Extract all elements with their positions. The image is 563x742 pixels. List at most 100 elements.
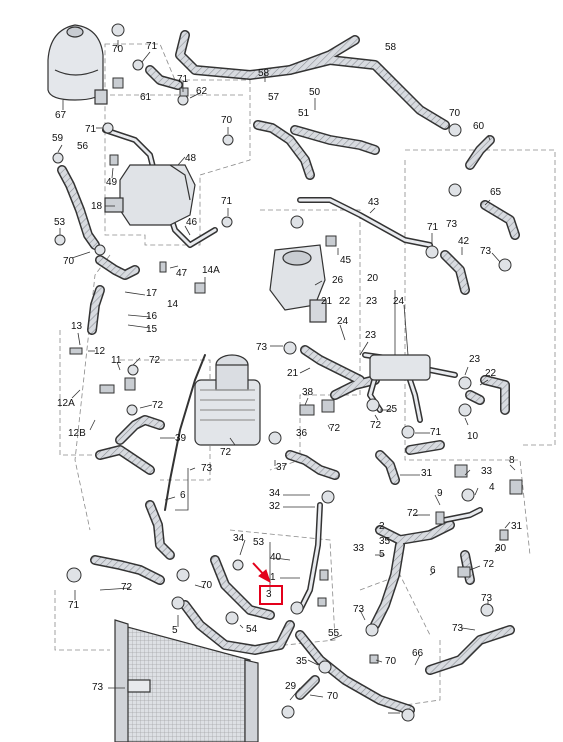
- part-label[interactable]: 71: [427, 222, 439, 233]
- part-label[interactable]: 72: [121, 582, 133, 593]
- part-label[interactable]: 71: [430, 427, 442, 438]
- part-label[interactable]: 23: [365, 330, 377, 341]
- part-label[interactable]: 50: [309, 87, 321, 98]
- part-label[interactable]: 12A: [57, 398, 75, 409]
- part-label[interactable]: 72: [329, 423, 341, 434]
- highlighted-part-label[interactable]: 3: [266, 589, 272, 600]
- part-label[interactable]: 61: [140, 92, 152, 103]
- part-label[interactable]: 35: [296, 656, 308, 667]
- part-label[interactable]: 8: [509, 455, 515, 466]
- part-label[interactable]: 23: [366, 296, 378, 307]
- part-label[interactable]: 35: [379, 536, 391, 547]
- part-label[interactable]: 66: [412, 648, 424, 659]
- part-label[interactable]: 10: [467, 431, 479, 442]
- part-label[interactable]: 73: [480, 246, 492, 257]
- part-label[interactable]: 53: [54, 217, 66, 228]
- part-label[interactable]: 49: [106, 177, 118, 188]
- part-label[interactable]: 11: [111, 355, 122, 366]
- part-label[interactable]: 55: [328, 628, 340, 639]
- part-label[interactable]: 73: [446, 219, 458, 230]
- part-label[interactable]: 67: [55, 110, 67, 121]
- part-label[interactable]: 73: [201, 463, 213, 474]
- part-label[interactable]: 47: [176, 268, 188, 279]
- part-label[interactable]: 72: [370, 420, 382, 431]
- part-label[interactable]: 33: [481, 466, 493, 477]
- part-label[interactable]: 21: [321, 296, 333, 307]
- part-label[interactable]: 72: [483, 559, 495, 570]
- part-label[interactable]: 45: [340, 255, 352, 266]
- part-label[interactable]: 16: [146, 311, 158, 322]
- part-label[interactable]: 71: [177, 74, 189, 85]
- part-label[interactable]: 20: [367, 273, 379, 284]
- part-label[interactable]: 34: [269, 488, 281, 499]
- part-label[interactable]: 40: [270, 552, 282, 563]
- part-label[interactable]: 65: [490, 187, 502, 198]
- part-label[interactable]: 13: [71, 321, 83, 332]
- part-label[interactable]: 34: [233, 533, 245, 544]
- part-label[interactable]: 72: [149, 355, 161, 366]
- part-label[interactable]: 14: [167, 299, 179, 310]
- part-label[interactable]: 60: [473, 121, 485, 132]
- part-label[interactable]: 73: [353, 604, 365, 615]
- part-label[interactable]: 72: [152, 400, 164, 411]
- part-label[interactable]: 33: [353, 543, 365, 554]
- part-label[interactable]: 5: [379, 549, 385, 560]
- part-label[interactable]: 58: [385, 42, 397, 53]
- part-label[interactable]: 70: [327, 691, 339, 702]
- part-label[interactable]: 53: [253, 537, 265, 548]
- part-label[interactable]: 23: [469, 354, 481, 365]
- part-label[interactable]: 59: [52, 133, 64, 144]
- part-label[interactable]: 31: [421, 468, 433, 479]
- part-label[interactable]: 26: [332, 275, 344, 286]
- part-label[interactable]: 15: [146, 324, 158, 335]
- part-label[interactable]: 38: [302, 387, 314, 398]
- part-label[interactable]: 56: [77, 141, 89, 152]
- part-label[interactable]: 43: [368, 197, 380, 208]
- part-label[interactable]: 29: [285, 681, 297, 692]
- part-label[interactable]: 6: [430, 565, 436, 576]
- part-label[interactable]: 73: [256, 342, 268, 353]
- part-label[interactable]: 46: [186, 217, 198, 228]
- part-label[interactable]: 12B: [68, 428, 86, 439]
- part-label[interactable]: 57: [268, 92, 280, 103]
- part-label[interactable]: 51: [298, 108, 310, 119]
- part-label[interactable]: 17: [146, 288, 158, 299]
- part-label[interactable]: 54: [246, 624, 258, 635]
- part-label[interactable]: 37: [276, 462, 288, 473]
- part-label[interactable]: 58: [258, 68, 270, 79]
- part-label[interactable]: 14A: [202, 265, 220, 276]
- part-label[interactable]: 73: [92, 682, 104, 693]
- part-label[interactable]: 36: [296, 428, 308, 439]
- part-label[interactable]: 5: [172, 625, 178, 636]
- part-label[interactable]: 70: [63, 256, 75, 267]
- part-label[interactable]: 4: [489, 482, 495, 493]
- part-label[interactable]: 39: [175, 433, 187, 444]
- part-label[interactable]: 30: [495, 543, 507, 554]
- part-label[interactable]: 72: [220, 447, 232, 458]
- part-label[interactable]: 70: [449, 108, 461, 119]
- part-label[interactable]: 70: [201, 580, 213, 591]
- part-label[interactable]: 73: [481, 593, 493, 604]
- part-label[interactable]: 21: [287, 368, 299, 379]
- part-label[interactable]: 9: [437, 488, 443, 499]
- part-label[interactable]: 2: [379, 521, 385, 532]
- part-label[interactable]: 31: [511, 521, 523, 532]
- part-label[interactable]: 6: [180, 490, 186, 501]
- part-label[interactable]: 18: [91, 201, 103, 212]
- part-label[interactable]: 71: [146, 41, 158, 52]
- part-label[interactable]: 42: [458, 236, 470, 247]
- part-label[interactable]: 32: [269, 501, 281, 512]
- part-label[interactable]: 71: [85, 124, 97, 135]
- part-label[interactable]: 25: [386, 404, 398, 415]
- part-label[interactable]: 12: [94, 346, 106, 357]
- part-label[interactable]: 24: [337, 316, 349, 327]
- part-label[interactable]: 24: [393, 296, 405, 307]
- part-label[interactable]: 71: [221, 196, 233, 207]
- part-label[interactable]: 71: [68, 600, 80, 611]
- part-label[interactable]: 70: [112, 44, 124, 55]
- part-label[interactable]: 72: [407, 508, 419, 519]
- part-label[interactable]: 48: [185, 153, 197, 164]
- part-label[interactable]: 70: [385, 656, 397, 667]
- part-label[interactable]: 22: [339, 296, 351, 307]
- part-label[interactable]: 22: [485, 368, 497, 379]
